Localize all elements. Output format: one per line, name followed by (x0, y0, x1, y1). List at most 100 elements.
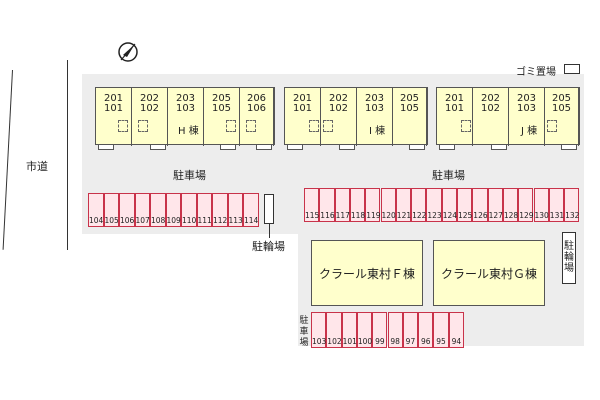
parking-stall: 99 (372, 312, 388, 348)
unit: 201 101 (96, 88, 132, 146)
parking-stall: 115 (304, 188, 319, 222)
parking-stall-number: 104 (89, 216, 104, 225)
parking-stall: 101 (341, 312, 357, 348)
bicycle-leader-line (269, 224, 270, 238)
parking-stall-number: 113 (228, 216, 243, 225)
parking-stall-number: 96 (420, 337, 431, 346)
parking-stall-number: 117 (335, 211, 350, 220)
entrance-step (409, 144, 425, 150)
building-j-label: J 棟 (521, 126, 538, 137)
bicycle-parking-right: 駐輪場 (562, 232, 576, 284)
parking-stall: 94 (448, 312, 464, 348)
building-h-label: H 棟 (178, 126, 199, 137)
parking-stall: 107 (134, 193, 150, 227)
city-road-label: 市道 (26, 160, 48, 173)
parking-stall: 98 (387, 312, 403, 348)
parking-stall-number: 119 (366, 211, 381, 220)
road-line-right (67, 60, 68, 250)
parking-stall-number: 126 (473, 211, 488, 220)
parking-stall-number: 107 (135, 216, 150, 225)
parking-stall-number: 130 (534, 211, 549, 220)
parking-stall-number: 123 (427, 211, 442, 220)
unit: 206 106 (240, 88, 274, 146)
stair-outline (118, 120, 128, 132)
entrance-step (491, 144, 507, 150)
parking-stall: 113 (227, 193, 243, 227)
stair-outline (547, 120, 557, 132)
entrance-step (287, 144, 303, 150)
parking-stall: 126 (472, 188, 488, 222)
parking-stall-number: 132 (565, 211, 580, 220)
parking-stall-number: 98 (390, 337, 400, 346)
unit: 203 103 (168, 88, 204, 146)
parking-stall-number: 110 (182, 216, 197, 225)
stair-outline (226, 120, 236, 132)
parking-stall-number: 124 (442, 211, 458, 220)
parking-stall-number: 99 (375, 337, 385, 346)
parking-stall: 97 (402, 312, 419, 348)
unit: 202 102 (473, 88, 509, 146)
entrance-step (439, 144, 455, 150)
parking-stall-number: 112 (213, 216, 228, 225)
parking-stall-number: 118 (350, 211, 366, 220)
stair-outline (309, 120, 319, 132)
parking-stall-number: 101 (342, 337, 357, 346)
parking-stall-number: 120 (381, 211, 396, 220)
parking-stall: 132 (564, 188, 579, 222)
parking-stall: 120 (380, 188, 396, 222)
garbage-label: ゴミ置場 (516, 67, 556, 78)
parking-small-label: 駐車場 (299, 316, 309, 348)
parking-stall: 131 (548, 188, 565, 222)
parking-stall-number: 116 (320, 211, 335, 220)
parking-stall: 128 (502, 188, 519, 222)
parking-stall: 122 (411, 188, 426, 222)
parking-stall: 118 (349, 188, 366, 222)
stair-outline (246, 120, 256, 132)
parking-stall: 127 (487, 188, 503, 222)
parking-stall-number: 106 (120, 216, 135, 225)
parking-stall-number: 127 (488, 211, 503, 220)
unit: 201 101 (437, 88, 473, 146)
stair-outline (138, 120, 148, 132)
stair-outline (461, 120, 471, 132)
parking-stall-number: 131 (549, 211, 565, 220)
road-line-left (2, 69, 13, 250)
parking-stall-number: 100 (357, 337, 373, 346)
entrance-step (150, 144, 166, 150)
parking-stall-number: 94 (451, 337, 462, 346)
parking-stall: 102 (326, 312, 342, 348)
garbage-box-icon (564, 64, 580, 74)
stair-outline (323, 120, 333, 132)
building-f: クラール東村Ｆ棟 (311, 240, 423, 306)
parking-stall-number: 97 (405, 337, 416, 346)
parking-stall-number: 108 (151, 216, 166, 225)
parking-stall-number: 128 (503, 211, 519, 220)
parking-stall-number: 115 (305, 211, 320, 220)
parking-stall: 121 (395, 188, 411, 222)
parking-stall: 119 (365, 188, 381, 222)
parking-stall-number: 114 (244, 216, 259, 225)
bicycle-parking-box (264, 194, 274, 224)
parking-stall: 130 (533, 188, 549, 222)
building-h: 201 101 202 102 203 103 205 105 206 106 … (95, 87, 275, 150)
parking-stall-number: 105 (104, 216, 119, 225)
parking-stall: 111 (196, 193, 212, 227)
parking-stall-number: 125 (458, 211, 473, 220)
parking-stall-number: 103 (312, 337, 327, 346)
entrance-step (339, 144, 355, 150)
building-i-label: I 棟 (369, 126, 386, 137)
parking-stall-number: 111 (197, 216, 212, 225)
unit: 202 102 (321, 88, 357, 146)
parking-stall: 95 (433, 312, 449, 348)
entrance-step (256, 144, 272, 150)
unit: 202 102 (132, 88, 168, 146)
parking-stall: 106 (119, 193, 135, 227)
unit: 205 105 (204, 88, 240, 146)
parking-stall: 110 (181, 193, 197, 227)
building-g-label: クラール東村Ｇ棟 (440, 266, 537, 281)
parking-stall: 125 (457, 188, 472, 222)
entrance-step (561, 144, 577, 150)
parking-stall: 96 (418, 312, 434, 348)
bicycle-right-label: 駐輪場 (564, 241, 574, 274)
parking-stall: 116 (319, 188, 335, 222)
